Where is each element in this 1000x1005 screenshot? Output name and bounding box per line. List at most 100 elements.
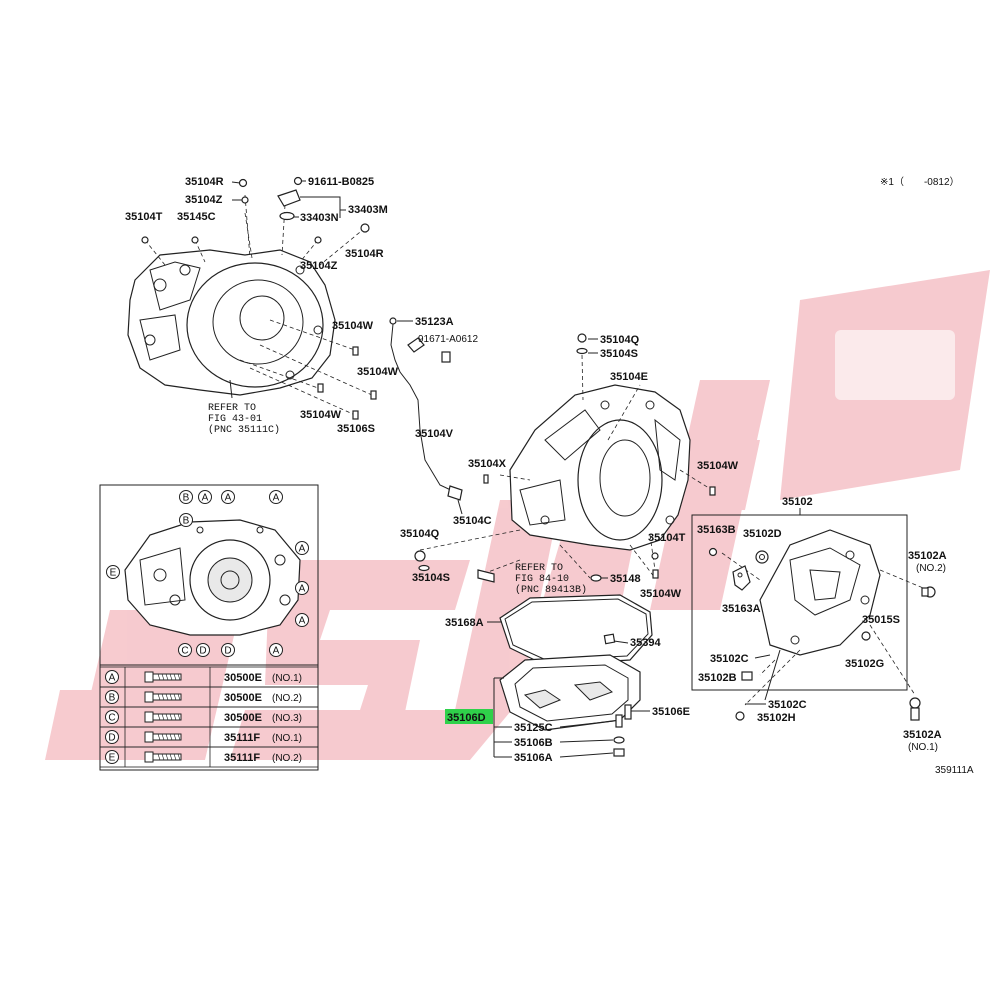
inset-marker-letter: A (299, 544, 306, 555)
inset-marker-letter: B (183, 493, 190, 504)
label-35104S-b: 35104S (412, 572, 450, 584)
label-35104W-a: 35104W (332, 320, 374, 332)
inset-marker-letter: A (299, 616, 306, 627)
inset-marker-letter: A (273, 493, 280, 504)
bolt-part-number: 30500E (224, 692, 262, 704)
transaxle-housing-upper (127, 249, 336, 396)
label-35104W-c: 35104W (300, 409, 342, 421)
label-35104C: 35104C (453, 515, 492, 527)
highlight-35106D (445, 709, 493, 724)
label-35106B: 35106B (514, 737, 553, 749)
label-35102G: 35102G (845, 658, 884, 670)
label-35125C: 35125C (514, 722, 553, 734)
label-35015S: 35015S (862, 614, 900, 626)
bolt-note: (NO.1) (272, 733, 302, 744)
label-35104W-d: 35104W (697, 460, 739, 472)
refer1-line2: FIG 43-01 (208, 414, 262, 425)
inset-marker-letter: A (225, 493, 232, 504)
label-35106A: 35106A (514, 752, 553, 764)
inset-marker: A (295, 541, 309, 555)
inset-marker: D (196, 643, 210, 657)
inset-marker: B (179, 490, 193, 504)
refer2-line1: REFER TO (515, 563, 563, 574)
label-35104Z-a: 35104Z (185, 194, 223, 206)
label-91611-B0825: 91611-B0825 (308, 176, 374, 188)
label-35104X: 35104X (468, 458, 507, 470)
label-35104S-a: 35104S (600, 348, 638, 360)
inset-marker: E (106, 565, 120, 579)
inset-marker: B (179, 513, 193, 527)
bolt-icon (144, 711, 182, 723)
header-note: ※1（ -0812） (880, 176, 960, 188)
label-35104Q-a: 35104Q (600, 334, 640, 346)
label-no2: (NO.2) (916, 563, 946, 574)
label-35104R-b: 35104R (345, 248, 384, 260)
inset-marker: C (178, 643, 192, 657)
label-35106D[interactable]: 35106D (447, 712, 486, 724)
inset-marker: D (221, 643, 235, 657)
bolt-table-row: C 30500E (NO.3) (99, 706, 319, 728)
label-35394: 35394 (630, 637, 661, 649)
inset-marker-letter: A (273, 646, 280, 657)
label-35102C-a: 35102C (710, 653, 749, 665)
label-33403N: 33403N (300, 212, 339, 224)
inset-marker-letter: D (224, 646, 231, 657)
refer2-line2: FIG 84-10 (515, 574, 569, 585)
label-35102C-b: 35102C (768, 699, 807, 711)
bolt-key: C (108, 713, 115, 724)
bolt-note: (NO.1) (272, 673, 302, 684)
bolt-part-number: 30500E (224, 712, 262, 724)
bolt-key: B (109, 693, 116, 704)
inset-marker: A (295, 613, 309, 627)
bolt-icon (144, 751, 182, 763)
label-35104V: 35104V (415, 428, 454, 440)
label-35148: 35148 (610, 573, 641, 585)
figure-id: 359111A (935, 765, 974, 776)
inset-marker-letter: A (202, 493, 209, 504)
oil-pan (499, 654, 641, 731)
label-35104T-b: 35104T (648, 532, 686, 544)
inset-marker-letter: D (199, 646, 206, 657)
bolt-note: (NO.2) (272, 753, 302, 764)
bolt-part-number: 35111F (224, 732, 260, 744)
oil-pan-gasket (499, 594, 653, 666)
label-35106E: 35106E (652, 706, 690, 718)
label-35123A: 35123A (415, 316, 454, 328)
bolt-icon (144, 671, 182, 683)
label-35104T-a: 35104T (125, 211, 163, 223)
label-35102A-a: 35102A (908, 550, 947, 562)
inset-marker: A (269, 643, 283, 657)
bolt-icon (144, 691, 182, 703)
inset-marker-letter: E (110, 568, 117, 579)
transaxle-case-right (509, 384, 691, 551)
bolt-key: D (108, 733, 115, 744)
inset-marker: A (198, 490, 212, 504)
bolt-part-number: 30500E (224, 672, 262, 684)
label-35102H: 35102H (757, 712, 796, 724)
dipstick-tube (389, 317, 463, 501)
label-no1: (NO.1) (908, 742, 938, 753)
bolt-table-row: D 35111F (NO.1) (99, 726, 319, 748)
inset-marker-letter: B (183, 516, 190, 527)
label-35168A: 35168A (445, 617, 484, 629)
inset-marker: A (269, 490, 283, 504)
label-35104W-e: 35104W (640, 588, 682, 600)
label-35163B: 35163B (697, 524, 736, 536)
label-35102: 35102 (782, 496, 813, 508)
label-35104R-a: 35104R (185, 176, 224, 188)
label-35104Z-b: 35104Z (300, 260, 338, 272)
bolt-part-number: 35111F (224, 752, 260, 764)
label-35163A: 35163A (722, 603, 761, 615)
label-35104E: 35104E (610, 371, 648, 383)
refer1-line3: (PNC 35111C) (208, 424, 280, 436)
inset-marker-letter: A (299, 584, 306, 595)
bolt-note: (NO.3) (272, 713, 302, 724)
inset-marker: A (295, 581, 309, 595)
label-35102D: 35102D (743, 528, 782, 540)
label-91671-A0612: 91671-A0612 (418, 334, 478, 345)
bolt-note: (NO.2) (272, 693, 302, 704)
